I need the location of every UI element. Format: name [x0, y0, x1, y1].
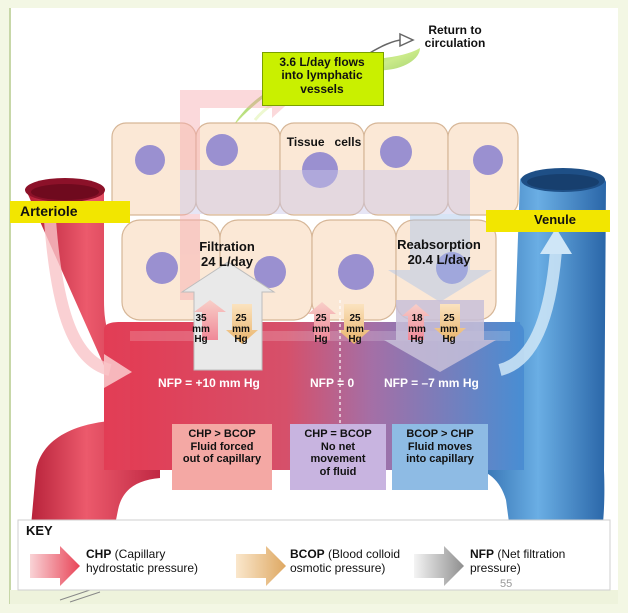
right-chp-arrow-icon: [402, 304, 430, 340]
chp-key-text: (Capillary hydrostatic pressure): [86, 547, 199, 575]
mid-chp-arrow-icon: [308, 302, 336, 340]
nfp-key: NFP (Net filtration pressure): [470, 547, 566, 576]
key-title: KEY: [26, 523, 53, 538]
key-panel: [17, 519, 611, 591]
venule-flow-arrow-icon: [540, 228, 572, 254]
filtration-label: Filtration 24 L/day: [199, 239, 255, 269]
chp-key: CHP (Capillary hydrostatic pressure): [86, 547, 199, 576]
left-chp-value: 35 mm Hg: [192, 313, 210, 345]
lymph-label-box: [262, 52, 384, 106]
venule-label: Venule: [534, 212, 576, 227]
filtration-condition-box: CHP > BCOP Fluid forced out of capillary: [172, 424, 272, 490]
mid-bcop-arrow-icon: [338, 304, 370, 344]
return-to-circulation-label: Return to circulation: [424, 23, 486, 51]
chp-key-arrow-icon: [30, 546, 80, 586]
bcop-key: BCOP (Blood colloid osmotic pressure): [290, 547, 401, 576]
arteriole-flow-arrow-icon: [104, 354, 132, 388]
nfp-key-arrow-icon: [414, 546, 464, 586]
bcop-key-abbr: BCOP: [290, 547, 325, 561]
return-arrow-icon: [399, 32, 415, 48]
reabsorption-label: Reabsorption 20.4 L/day: [397, 237, 481, 267]
left-bcop-value: 25 mm Hg: [232, 313, 250, 345]
mid-chp-value: 25 mm Hg: [312, 313, 330, 345]
arteriole-label: Arteriole: [20, 203, 78, 219]
reabsorption-condition-box: BCOP > CHP Fluid moves into capillary: [392, 424, 488, 490]
mid-bcop-value: 25 mm Hg: [346, 313, 364, 345]
nfp-right: NFP = –7 mm Hg: [384, 376, 479, 390]
chp-key-abbr: CHP: [86, 547, 112, 561]
tissue-cells-top-row: [111, 122, 519, 216]
filtration-arrow-icon: [180, 261, 276, 371]
nfp-mid: NFP = 0: [310, 376, 355, 390]
arteriole-highlight: [10, 201, 130, 223]
bcop-key-text: (Blood colloid osmotic pressure): [290, 547, 401, 575]
venule-highlight: [486, 210, 610, 232]
left-bcop-arrow-icon: [226, 304, 258, 344]
right-chp-value: 18 mm Hg: [408, 313, 426, 345]
equilibrium-condition-box: CHP = BCOP No net movement of fluid: [290, 424, 386, 490]
left-chp-arrow-icon: [194, 300, 226, 340]
tissue-cells-bottom-row: [121, 219, 497, 321]
lymph-flow-label: 3.6 L/day flows into lymphatic vessels: [279, 55, 365, 96]
right-bcop-value: 25 mm Hg: [440, 313, 458, 345]
right-bcop-arrow-icon: [434, 304, 466, 342]
nfp-key-abbr: NFP: [470, 547, 494, 561]
nfp-key-text: (Net filtration pressure): [470, 547, 566, 575]
bcop-key-arrow-icon: [236, 546, 286, 586]
arteriole-vessel: [26, 181, 160, 572]
page-number: 55: [500, 578, 513, 590]
nfp-left: NFP = +10 mm Hg: [158, 376, 260, 390]
venule-vessel: [470, 172, 606, 572]
tissue-cells-label: Tissue cells: [286, 135, 362, 149]
